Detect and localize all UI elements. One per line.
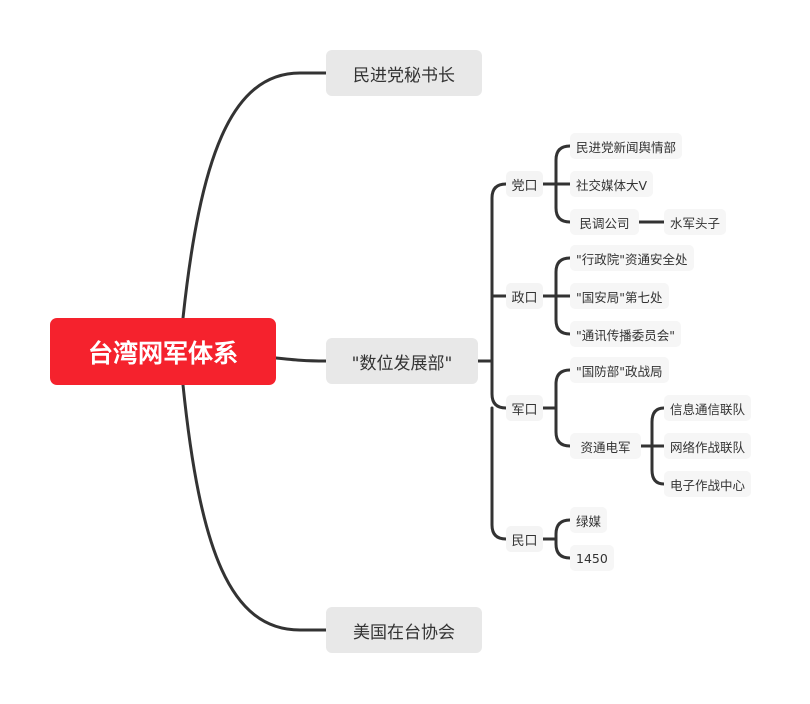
- gov-item-nsb[interactable]: "国安局"第七处: [570, 283, 669, 309]
- connector-root-digital: [274, 356, 328, 363]
- category-gov[interactable]: 政口: [506, 283, 543, 309]
- gov-item-security[interactable]: "行政院"资通安全处: [570, 245, 694, 271]
- root-node[interactable]: 台湾网军体系: [50, 318, 276, 385]
- military-item-icefcom[interactable]: 资通电军: [570, 433, 641, 459]
- connector-digital-trunk: [476, 182, 508, 541]
- connector-civil: [541, 518, 572, 560]
- branch-digital[interactable]: "数位发展部": [326, 338, 478, 384]
- branch-secretary[interactable]: 民进党秘书长: [326, 50, 482, 96]
- connector-root-secretary: [181, 71, 328, 320]
- civil-item-1450[interactable]: 1450: [570, 545, 614, 571]
- category-party[interactable]: 党口: [506, 171, 543, 197]
- civil-item-green-media[interactable]: 绿媒: [570, 507, 608, 533]
- category-civil[interactable]: 民口: [506, 526, 543, 552]
- military-subitem-cyber-wing[interactable]: 网络作战联队: [664, 433, 752, 459]
- military-item-political-warfare[interactable]: "国防部"政战局: [570, 357, 669, 383]
- connector-party: [541, 144, 666, 224]
- party-subitem-troll-leader[interactable]: 水军头子: [664, 209, 727, 235]
- connector-military: [541, 368, 666, 486]
- party-item-news[interactable]: 民进党新闻舆情部: [570, 133, 683, 159]
- military-subitem-comm-wing[interactable]: 信息通信联队: [664, 395, 752, 421]
- connector-gov: [541, 256, 572, 336]
- branch-ait[interactable]: 美国在台协会: [326, 607, 482, 653]
- gov-item-ncc[interactable]: "通讯传播委员会": [570, 321, 681, 347]
- military-subitem-ew-center[interactable]: 电子作战中心: [664, 471, 752, 497]
- connector-root-ait: [181, 383, 328, 632]
- party-item-influencers[interactable]: 社交媒体大V: [570, 171, 654, 197]
- category-military[interactable]: 军口: [506, 395, 543, 421]
- party-item-polling[interactable]: 民调公司: [570, 209, 639, 235]
